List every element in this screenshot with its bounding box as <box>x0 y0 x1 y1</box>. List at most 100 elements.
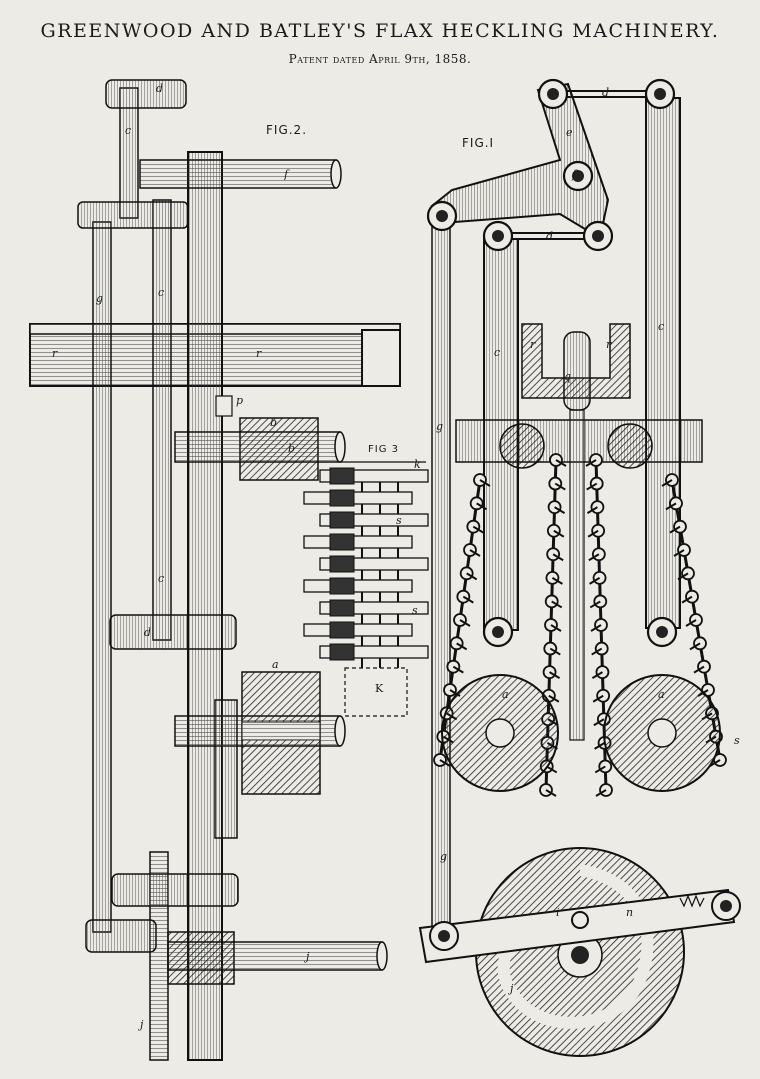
label-j-shaft: j <box>303 950 310 963</box>
heckle-tooth <box>661 479 673 487</box>
heckle-tooth <box>555 459 567 467</box>
shaft-j <box>167 931 388 985</box>
label-q: q <box>564 370 571 383</box>
heckle-tooth <box>549 647 561 656</box>
heckle-tooth <box>689 642 701 651</box>
heckle-tooth <box>589 600 601 609</box>
pivot-pin <box>656 626 668 638</box>
heckle-tooth <box>586 482 598 491</box>
heckle-tooth <box>546 765 558 774</box>
lever-n <box>418 888 741 964</box>
lower-bearing-1 <box>111 873 239 907</box>
heckle-tooth <box>591 647 603 656</box>
label-a-right-drum: a <box>658 688 665 701</box>
heckle-tooth <box>554 482 566 491</box>
fig2-machine <box>29 79 401 1061</box>
label-c-upper: c <box>125 124 131 137</box>
heckle-tooth <box>685 619 697 627</box>
label-p: p <box>236 394 243 407</box>
chain-link <box>547 500 562 515</box>
heckle-tooth <box>592 694 604 703</box>
label-f: f <box>283 168 290 181</box>
label-a-left-drum: a <box>502 688 509 701</box>
gill-bar-clamp <box>329 467 355 485</box>
label-j-fig1: j <box>507 982 514 995</box>
pivot-pin <box>592 230 604 242</box>
gill-bar-clamp <box>329 555 355 573</box>
gill-bar <box>303 623 413 637</box>
label-g-fig1: g <box>436 420 443 433</box>
heckle-tooth <box>550 624 562 632</box>
heckle-tooth <box>479 479 491 487</box>
heckle-tooth <box>669 525 681 534</box>
heckle-tooth <box>589 576 601 585</box>
label-c-low: c <box>158 572 164 585</box>
heckle-tooth <box>545 789 557 797</box>
page-subtitle: Patent dated April 9th, 1858. <box>288 52 472 66</box>
heckle-tooth <box>553 529 565 538</box>
heckle-tooth <box>476 502 488 511</box>
gill-bar-clamp <box>329 577 355 595</box>
heckle-tooth <box>549 671 561 680</box>
fig1-label: FIG.I <box>462 136 494 150</box>
long-rod-g <box>431 221 451 935</box>
label-c-fig1-left: c <box>494 346 500 359</box>
label-d-top: d <box>156 82 163 95</box>
fig3-label: FIG 3 <box>368 444 399 455</box>
left-drum <box>441 674 559 792</box>
heckle-tooth <box>594 741 606 750</box>
label-s-top: s <box>396 514 402 527</box>
shaft-b <box>174 417 346 481</box>
fig2-label: FIG.2. <box>266 123 307 137</box>
gill-bar-clamp <box>329 533 355 551</box>
heckle-tooth <box>586 506 598 515</box>
right-drum <box>603 674 721 792</box>
heckle-tooth <box>452 665 464 674</box>
heckle-tooth <box>677 572 689 581</box>
top-block-d <box>105 79 187 109</box>
heckle-tooth <box>681 595 693 604</box>
label-b-top: b <box>270 416 277 429</box>
bell-crank-e <box>430 82 610 240</box>
label-d-fig1-top: d <box>602 86 609 99</box>
label-r-fig1-right: r <box>606 338 612 351</box>
gill-bar-clamp <box>329 511 355 529</box>
pivot-pin <box>547 88 559 100</box>
heckle-tooth <box>459 619 471 627</box>
fig1-machine <box>418 78 741 1057</box>
gill-bar-clamp <box>329 643 355 661</box>
box-p <box>215 395 233 417</box>
heckle-tooth <box>462 595 474 604</box>
chain-link <box>590 500 605 515</box>
heckle-tooth <box>588 553 600 562</box>
page-title: GREENWOOD AND BATLEY'S FLAX HECKLING MAC… <box>40 20 720 42</box>
label-n: n <box>626 906 633 919</box>
label-c-fig1: c <box>658 320 664 333</box>
heckle-tooth <box>439 759 451 767</box>
right-upright <box>645 97 681 629</box>
heckle-tooth <box>591 671 603 680</box>
gill-bar <box>303 579 413 593</box>
label-c-link: c <box>158 286 164 299</box>
heckle-tooth <box>594 765 606 774</box>
gill-bar <box>303 491 413 505</box>
label-r-mid: r <box>256 347 262 360</box>
heckle-tooth <box>590 624 602 632</box>
heckle-tooth <box>665 502 677 511</box>
main-upright <box>187 151 223 1061</box>
label-i: i <box>556 906 560 919</box>
label-f-fig1: f <box>571 168 578 181</box>
label-a: a <box>272 658 279 671</box>
channel-r <box>521 323 631 399</box>
heckle-tooth <box>554 506 566 515</box>
label-s-fig1: s <box>734 734 740 747</box>
heckle-tooth <box>456 642 468 651</box>
rod-g <box>92 221 112 933</box>
heckle-tooth <box>551 600 563 609</box>
heckle-tooth <box>587 529 599 538</box>
heckle-tooth <box>709 759 721 767</box>
label-b-shaft: b <box>288 442 295 455</box>
bracket-d <box>77 201 189 229</box>
shaft-a <box>174 671 346 839</box>
